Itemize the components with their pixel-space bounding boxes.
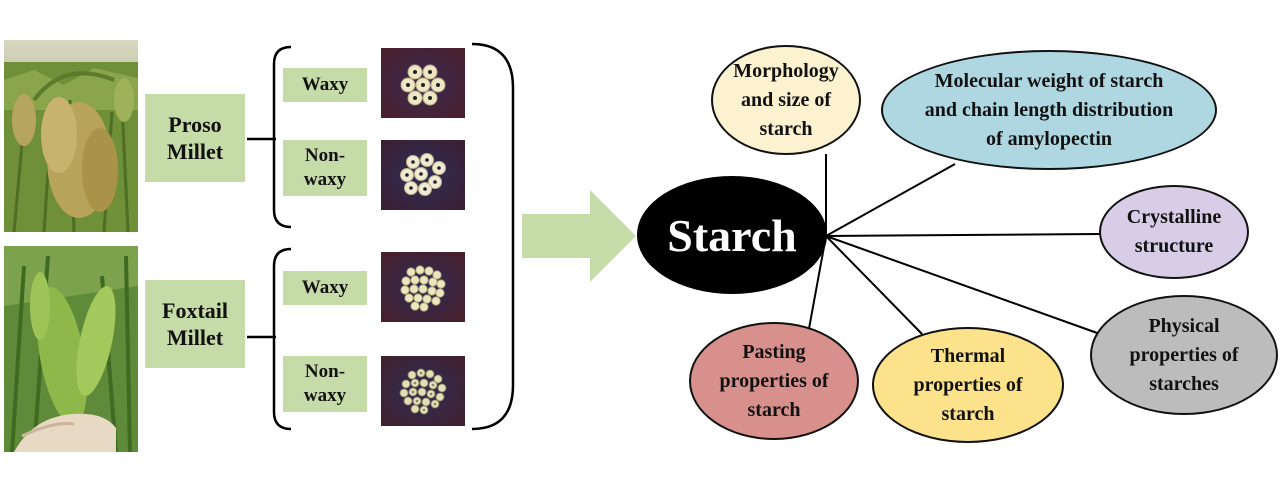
property-molecular-weight: Molecular weight of starch and chain len… [881, 50, 1217, 170]
type-label-foxtail-waxy: Waxy [283, 271, 367, 305]
type-label-text: Non- waxy [303, 361, 347, 406]
type-label-text: Waxy [301, 277, 349, 299]
spoke-crystalline [825, 233, 1101, 237]
starch-hub-label: Starch [667, 209, 797, 261]
starch-hub: Starch [637, 176, 827, 294]
grain-sample-foxtail-nonwaxy [381, 356, 465, 426]
proso-bracket [272, 45, 292, 229]
type-label-proso-waxy: Waxy [283, 68, 367, 102]
property-label: Pasting properties of starch [719, 340, 829, 421]
spoke-molecular-weight [825, 163, 956, 237]
property-label: Thermal properties of starch [913, 344, 1023, 425]
property-label: Molecular weight of starch and chain len… [924, 69, 1174, 150]
millet-label-proso: Proso Millet [145, 94, 245, 182]
property-label: Crystalline structure [1126, 206, 1222, 257]
property-thermal: Thermal properties of starch [872, 327, 1064, 443]
spoke-pasting [807, 235, 827, 335]
grain-sample-proso-waxy [381, 48, 465, 118]
type-label-text: Waxy [301, 74, 349, 96]
property-physical: Physical properties of starches [1090, 295, 1278, 415]
type-label-text: Non- waxy [303, 145, 347, 190]
millet-label-proso-text: Proso Millet [166, 111, 224, 165]
samples-closing-bracket [471, 42, 515, 431]
foxtail-bracket [272, 247, 292, 431]
millet-label-foxtail-text: Foxtail Millet [162, 297, 228, 351]
type-label-proso-nonwaxy: Non- waxy [283, 140, 367, 196]
property-label: Morphology and size of starch [733, 59, 839, 140]
grain-sample-foxtail-waxy [381, 252, 465, 322]
property-label: Physical properties of starches [1129, 314, 1239, 395]
foxtail-millet-photo [4, 246, 138, 452]
property-pasting: Pasting properties of starch [689, 322, 859, 440]
property-crystalline: Crystalline structure [1099, 185, 1249, 279]
type-label-foxtail-nonwaxy: Non- waxy [283, 356, 367, 412]
grain-sample-proso-nonwaxy [381, 140, 465, 210]
millet-label-foxtail: Foxtail Millet [145, 280, 245, 368]
spoke-thermal [825, 235, 923, 335]
right-arrow-icon [522, 190, 636, 282]
proso-millet-photo [4, 40, 138, 232]
spoke-physical [825, 235, 1101, 335]
property-morphology: Morphology and size of starch [711, 45, 861, 155]
